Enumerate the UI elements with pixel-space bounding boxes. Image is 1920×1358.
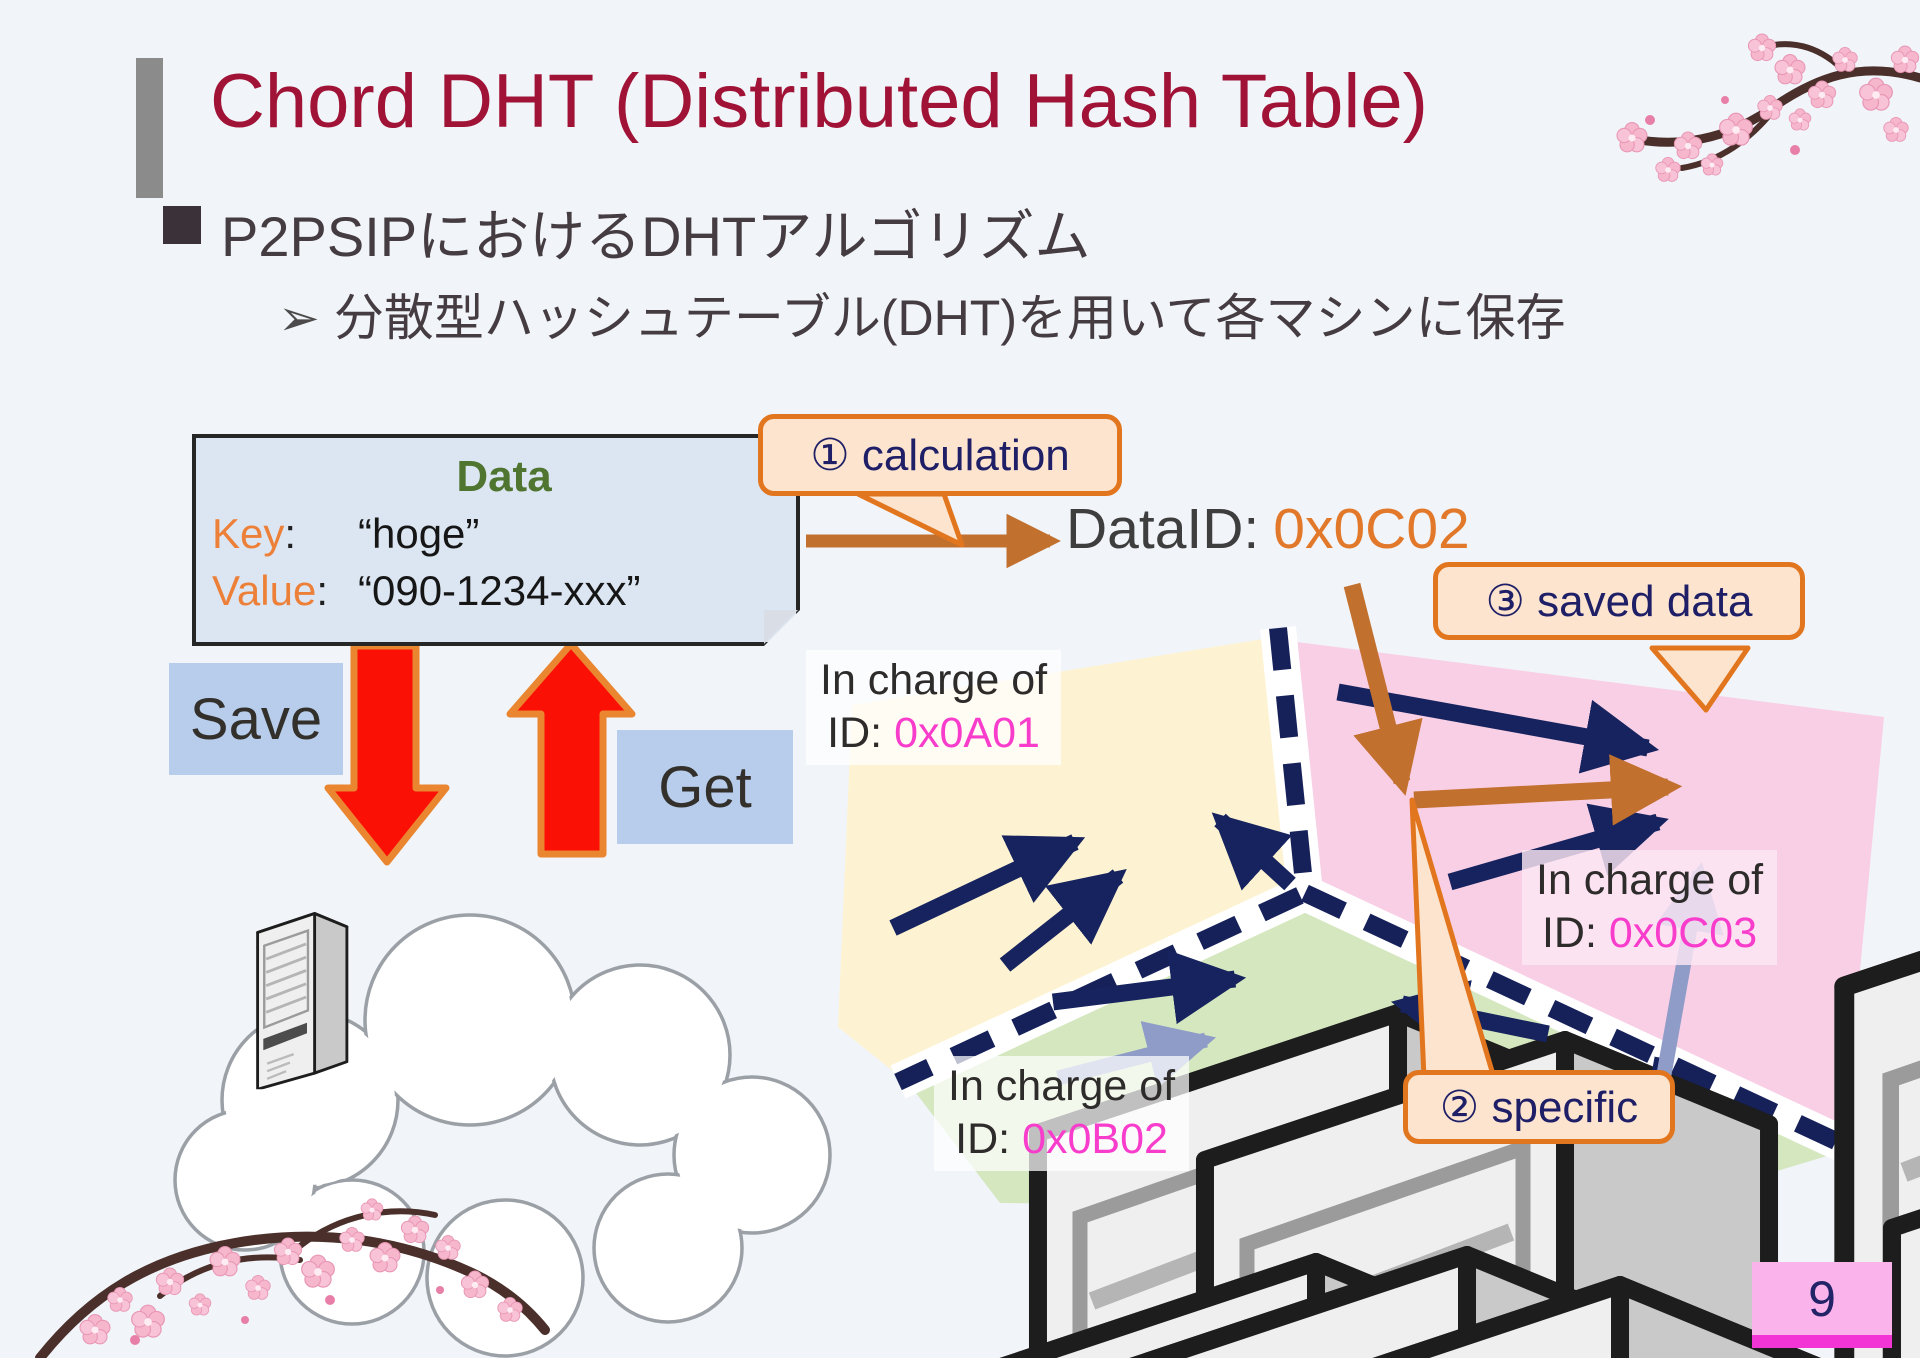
bullet-level1: P2PSIPにおけるDHTアルゴリズム	[163, 192, 1091, 273]
get-label: Get	[617, 730, 793, 844]
node-label-0x0A01: In charge of ID: 0x0A01	[806, 650, 1062, 765]
node-id-line: ID: 0x0B02	[955, 1115, 1168, 1164]
data-note-title: Data	[456, 452, 552, 501]
dataid-label: DataID:	[1066, 497, 1260, 561]
arrow-bullet-icon: ➢	[278, 290, 320, 346]
page-number: 9	[1808, 1271, 1836, 1327]
bullet-level1-text: P2PSIPにおけるDHTアルゴリズム	[221, 205, 1091, 268]
node-caption: In charge of	[1536, 856, 1764, 904]
data-value-row: Value: “090-1234-xxx”	[212, 563, 796, 620]
hash-flow-arrows	[806, 513, 1683, 826]
node-id-line: ID: 0x0C03	[1541, 909, 1758, 958]
cherry-blossom-bottom-left	[35, 1198, 550, 1358]
callout-tails	[855, 491, 1751, 1081]
save-get-arrows	[324, 640, 636, 866]
node-id-value: 0x0A01	[894, 709, 1040, 758]
key-label: Key	[212, 510, 285, 557]
callout-saved-data: ③ saved data	[1433, 562, 1805, 640]
title-accent-bar	[136, 58, 163, 198]
square-bullet-icon	[163, 206, 201, 244]
network-cloud	[173, 912, 1824, 1358]
node-label-0x0C03: In charge of ID: 0x0C03	[1522, 850, 1778, 965]
save-label: Save	[169, 663, 343, 775]
callout-calculation: ① calculation	[758, 414, 1122, 496]
dataid-value: 0x0C02	[1273, 497, 1470, 561]
bullet-level2: ➢分散型ハッシュテーブル(DHT)を用いて各マシンに保存	[278, 278, 1565, 350]
key-value: “hoge”	[358, 510, 480, 557]
node-label-0x0B02: In charge of ID: 0x0B02	[934, 1056, 1190, 1171]
data-note-box: Data Key: “hoge” Value: “090-1234-xxx”	[192, 434, 800, 646]
node-caption: In charge of	[820, 656, 1048, 704]
region-boundaries	[890, 626, 1863, 1167]
cloud-server-icon	[256, 912, 349, 1090]
page-number-strip	[1752, 1335, 1892, 1348]
value-value: “090-1234-xxx”	[358, 566, 641, 614]
callout-specific: ② specific	[1403, 1070, 1675, 1144]
bullet-level2-text: 分散型ハッシュテーブル(DHT)を用いて各マシンに保存	[333, 290, 1566, 346]
page-title: Chord DHT (Distributed Hash Table)	[210, 59, 1428, 144]
page-number-box: 9	[1752, 1262, 1892, 1348]
value-label: Value	[212, 566, 317, 614]
get-up-arrow	[506, 640, 636, 858]
node-id-value: 0x0B02	[1022, 1115, 1168, 1164]
save-down-arrow	[324, 642, 450, 866]
data-key-row: Key: “hoge”	[212, 506, 796, 563]
cherry-blossom-top-right	[1616, 33, 1920, 182]
node-id-line: ID: 0x0A01	[827, 709, 1040, 758]
node-id-value: 0x0C03	[1608, 909, 1758, 958]
node-caption: In charge of	[948, 1062, 1176, 1110]
dataid-text: DataID:0x0C02	[1066, 496, 1470, 562]
